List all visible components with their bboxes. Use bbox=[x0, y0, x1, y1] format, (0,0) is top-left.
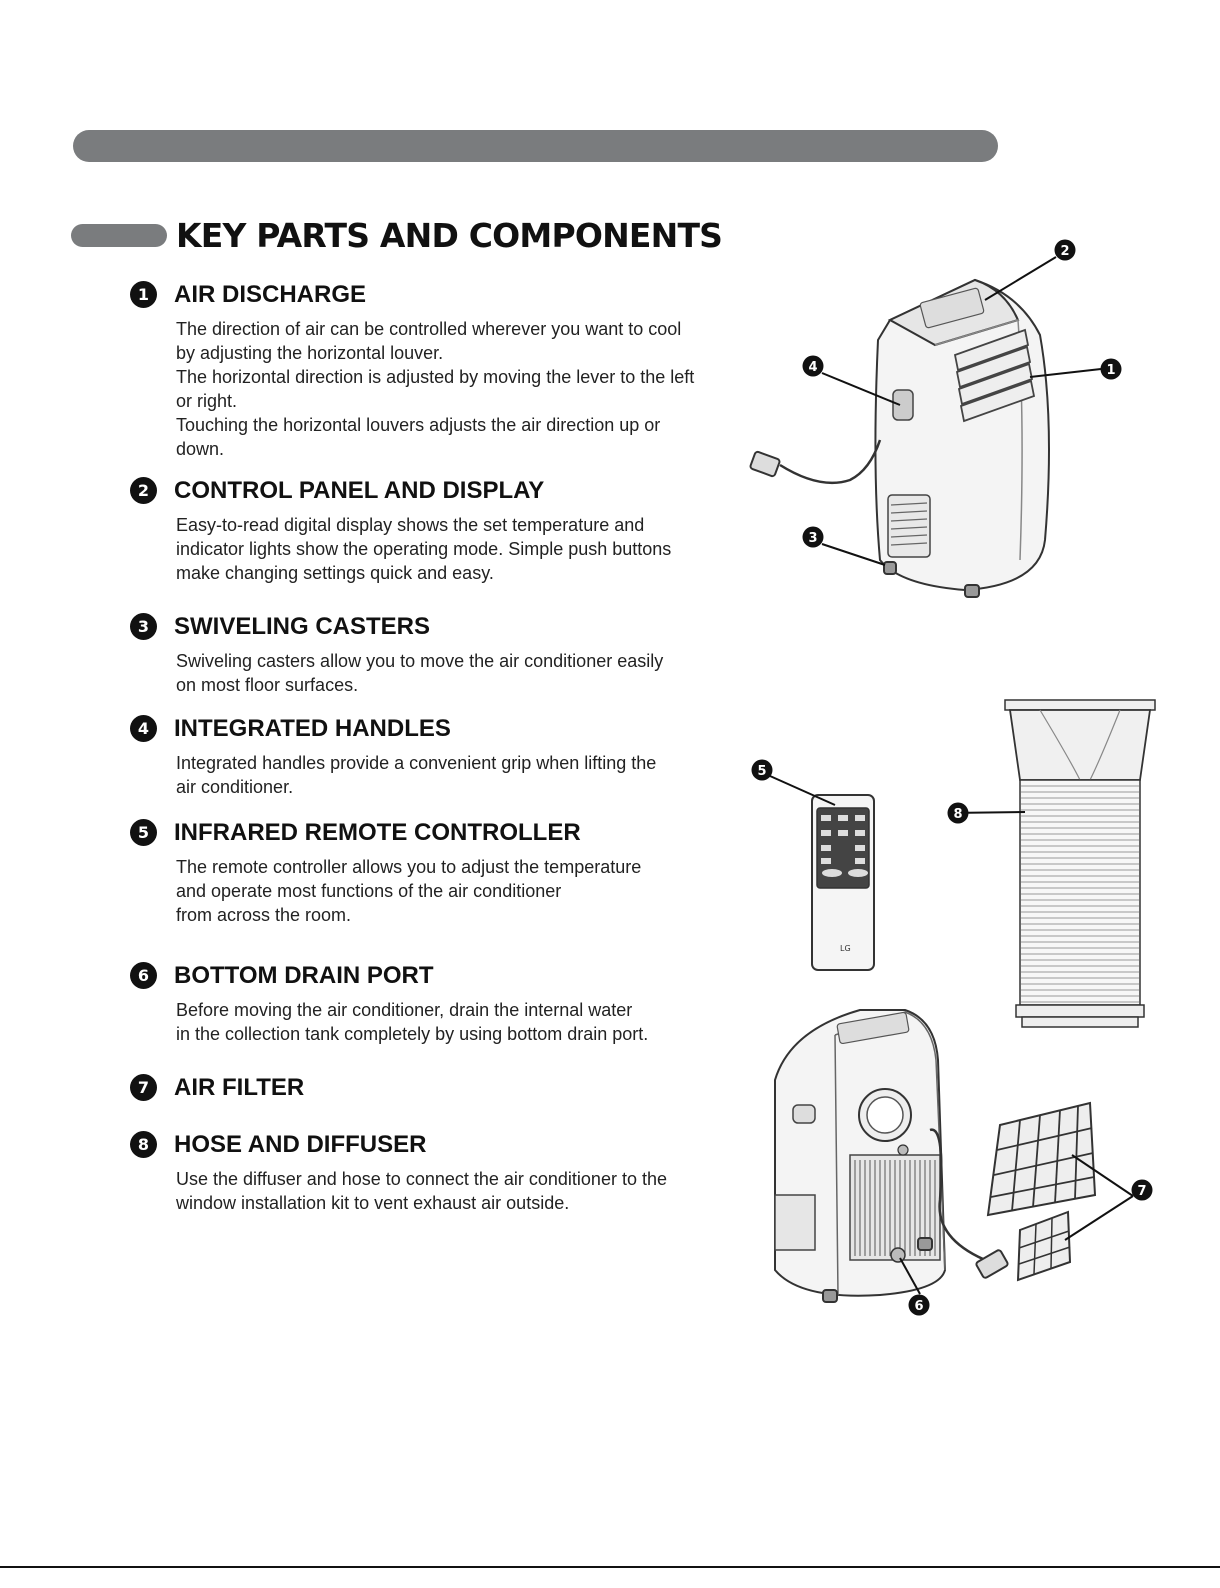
section-title: INTEGRATED HANDLES bbox=[174, 715, 451, 742]
section-bottom-drain-port: 6 BOTTOM DRAIN PORT Before moving the ai… bbox=[130, 961, 770, 1046]
callout-6-label: 6 bbox=[914, 1299, 923, 1314]
section-number-3: 3 bbox=[130, 613, 157, 640]
section-title: INFRARED REMOTE CONTROLLER bbox=[174, 819, 581, 846]
footer-rule bbox=[0, 1566, 1220, 1568]
section-title: AIR DISCHARGE bbox=[174, 281, 367, 308]
callout-7-circle bbox=[1131, 1179, 1153, 1201]
section-air-discharge: 1 AIR DISCHARGE The direction of air can… bbox=[130, 280, 770, 461]
section-body: The remote controller allows you to adju… bbox=[176, 857, 642, 925]
section-remote-controller: 5 INFRARED REMOTE CONTROLLER The remote … bbox=[130, 818, 770, 927]
remote-controller-illustration: LG bbox=[811, 794, 875, 971]
section-swiveling-casters: 3 SWIVELING CASTERS Swiveling casters al… bbox=[130, 612, 770, 697]
title-pill-decoration bbox=[71, 224, 167, 247]
callout-1-circle bbox=[1100, 358, 1122, 380]
section-title: SWIVELING CASTERS bbox=[174, 613, 431, 640]
section-body: Before moving the air conditioner, drain… bbox=[176, 1000, 649, 1044]
callout-4-circle bbox=[802, 355, 824, 377]
section-title: CONTROL PANEL AND DISPLAY bbox=[174, 477, 545, 504]
section-body: Easy-to-read digital display shows the s… bbox=[176, 515, 672, 583]
section-control-panel: 2 CONTROL PANEL AND DISPLAY Easy-to-read… bbox=[130, 476, 770, 585]
callout-6-circle bbox=[908, 1294, 930, 1316]
air-conditioner-front-illustration bbox=[749, 278, 1050, 598]
section-title: HOSE AND DIFFUSER bbox=[174, 1131, 427, 1158]
section-body: Swiveling casters allow you to move the … bbox=[176, 651, 664, 695]
section-number-8: 8 bbox=[130, 1131, 157, 1158]
callout-badges: 1 2 3 4 5 6 7 8 bbox=[751, 239, 1153, 1316]
header-bar bbox=[73, 130, 998, 162]
section-number-6: 6 bbox=[130, 962, 157, 989]
callout-5-circle bbox=[751, 759, 773, 781]
callout-2-label: 2 bbox=[1060, 244, 1069, 259]
product-illustrations: LG bbox=[749, 239, 1156, 1316]
callout-3-label: 3 bbox=[808, 531, 817, 546]
section-body: Use the diffuser and hose to connect the… bbox=[176, 1169, 667, 1213]
callout-5-label: 5 bbox=[757, 764, 766, 779]
section-body: Integrated handles provide a convenient … bbox=[176, 753, 657, 797]
section-number-7: 7 bbox=[130, 1074, 157, 1101]
section-integrated-handles: 4 INTEGRATED HANDLES Integrated handles … bbox=[130, 714, 770, 799]
air-conditioner-rear-illustration bbox=[774, 1009, 1009, 1303]
section-number-5: 5 bbox=[130, 819, 157, 846]
page-title: KEY PARTS AND COMPONENTS bbox=[176, 216, 723, 255]
section-number-4: 4 bbox=[130, 715, 157, 742]
section-hose-diffuser: 8 HOSE AND DIFFUSER Use the diffuser and… bbox=[130, 1130, 770, 1215]
callout-4-label: 4 bbox=[808, 360, 817, 375]
rear-grille bbox=[854, 1160, 936, 1256]
callout-1-label: 1 bbox=[1106, 363, 1115, 378]
section-title: BOTTOM DRAIN PORT bbox=[174, 962, 434, 989]
section-number-1: 1 bbox=[130, 281, 157, 308]
hose-ribs bbox=[1021, 785, 1139, 1003]
callout-7-label: 7 bbox=[1137, 1184, 1146, 1199]
callout-2-circle bbox=[1054, 239, 1076, 261]
hose-diffuser-illustration bbox=[1004, 699, 1156, 1028]
section-body: The direction of air can be controlled w… bbox=[176, 319, 695, 459]
air-filter-illustration bbox=[986, 1101, 1097, 1282]
section-title: AIR FILTER bbox=[174, 1074, 305, 1101]
section-air-filter: 7 AIR FILTER bbox=[130, 1073, 770, 1103]
callout-3-circle bbox=[802, 526, 824, 548]
callout-8-circle bbox=[947, 802, 969, 824]
remote-logo: LG bbox=[840, 944, 851, 953]
callout-8-label: 8 bbox=[953, 807, 962, 822]
section-number-2: 2 bbox=[130, 477, 157, 504]
